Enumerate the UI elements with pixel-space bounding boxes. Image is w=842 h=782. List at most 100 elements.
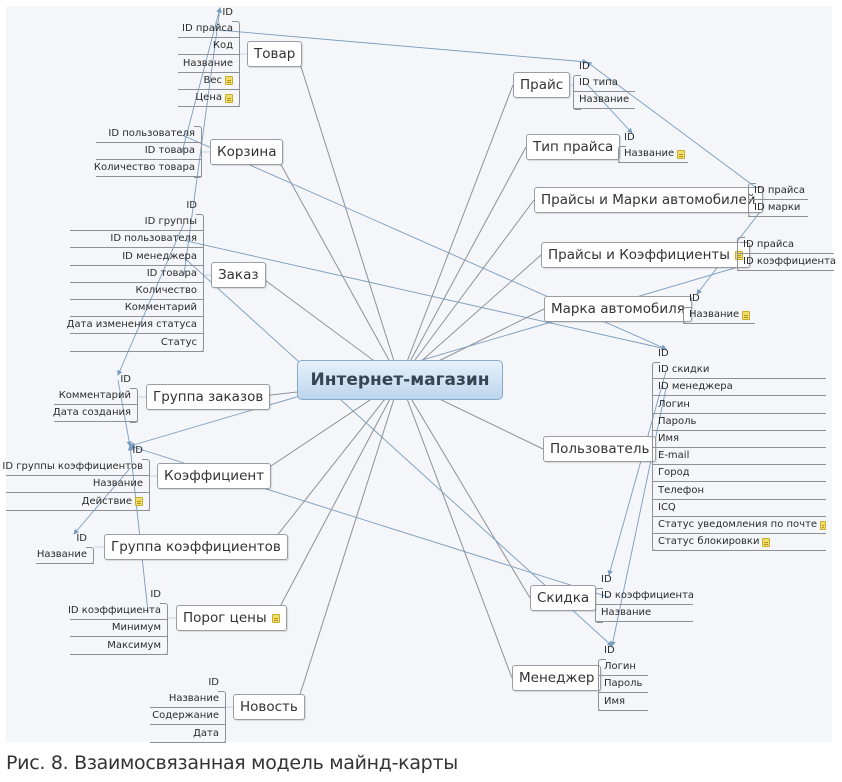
topic-koefficient[interactable]: Коэффициент bbox=[157, 463, 272, 489]
attribute-item[interactable]: ID bbox=[652, 345, 826, 362]
attribute-item[interactable]: ID коэффициента bbox=[737, 254, 836, 272]
note-icon[interactable] bbox=[742, 310, 751, 320]
attribute-item[interactable]: ID bbox=[36, 530, 94, 547]
topic-polzovatel[interactable]: Пользователь bbox=[543, 436, 657, 462]
attribute-item[interactable]: ID bbox=[54, 371, 138, 388]
attribute-item[interactable]: Город bbox=[652, 465, 826, 483]
attribute-label: Логин bbox=[604, 661, 636, 673]
attribute-item[interactable]: Цена bbox=[178, 90, 240, 107]
attribute-item[interactable]: Вес bbox=[178, 73, 240, 90]
attribute-item[interactable]: Комментарий bbox=[70, 300, 204, 318]
attribute-item[interactable]: ID товара bbox=[70, 266, 204, 283]
attribute-item[interactable]: ID менеджера bbox=[70, 249, 204, 266]
note-icon[interactable] bbox=[734, 250, 743, 260]
topic-prais[interactable]: Прайс bbox=[513, 72, 571, 98]
topic-gruppa-koef[interactable]: Группа коэффициентов bbox=[104, 534, 288, 560]
topic-tovar[interactable]: Товар bbox=[247, 41, 303, 67]
note-icon[interactable] bbox=[271, 613, 280, 623]
attribute-item[interactable]: ID группы коэффициентов bbox=[2, 459, 150, 477]
topic-gruppa-zakazov[interactable]: Группа заказов bbox=[146, 384, 271, 410]
attribute-item[interactable]: Количество товара bbox=[94, 160, 202, 178]
attribute-item[interactable]: ID менеджера bbox=[652, 379, 826, 397]
topic-menedzher[interactable]: Менеджер bbox=[512, 665, 602, 691]
attribute-item[interactable]: Телефон bbox=[652, 483, 826, 500]
attribute-item[interactable]: ID bbox=[618, 129, 688, 146]
attribute-item[interactable]: Пароль bbox=[598, 676, 648, 694]
attribute-item[interactable]: ID типа bbox=[573, 75, 635, 93]
attribute-item[interactable]: ID bbox=[178, 4, 240, 21]
attribute-item[interactable]: ID bbox=[70, 197, 204, 214]
topic-praisy-koef[interactable]: Прайсы и Коэффициенты bbox=[541, 242, 750, 268]
attribute-item[interactable]: Содержание bbox=[150, 708, 226, 726]
attribute-label: Имя bbox=[604, 695, 626, 707]
attribute-label: Название bbox=[689, 309, 740, 321]
attribute-item[interactable]: Дата bbox=[150, 726, 226, 743]
attribute-item[interactable]: Действие bbox=[6, 494, 150, 511]
topic-porog[interactable]: Порог цены bbox=[176, 605, 287, 631]
attribute-item[interactable]: ID bbox=[595, 571, 693, 588]
attribute-label: ID bbox=[601, 573, 612, 585]
topic-label: Заказ bbox=[218, 267, 259, 283]
attribute-item[interactable]: Статус уведомления по почте bbox=[652, 517, 826, 534]
attribute-item[interactable]: ID пользователя bbox=[96, 126, 202, 143]
attribute-item[interactable]: Название bbox=[6, 476, 150, 494]
topic-korzina[interactable]: Корзина bbox=[210, 139, 284, 165]
attribute-item[interactable]: Комментарий bbox=[54, 388, 138, 406]
attribute-item[interactable]: Код bbox=[178, 38, 240, 56]
attribute-item[interactable]: Название bbox=[618, 146, 688, 164]
attribute-item[interactable]: Имя bbox=[598, 694, 648, 711]
attribute-item[interactable]: ID bbox=[6, 442, 150, 459]
central-topic[interactable]: Интернет-магазин bbox=[297, 360, 503, 400]
attribute-item[interactable]: ID bbox=[70, 586, 168, 603]
attribute-label: Дата изменения статуса bbox=[66, 319, 197, 331]
topic-label: Тип прайса bbox=[533, 139, 614, 155]
topic-skidka[interactable]: Скидка bbox=[530, 585, 597, 611]
attribute-item[interactable]: Логин bbox=[598, 659, 648, 677]
attribute-item[interactable]: ID коэффициента bbox=[595, 588, 694, 606]
attribute-item[interactable]: ID bbox=[598, 642, 648, 659]
attribute-label: Название bbox=[601, 607, 652, 619]
attribute-item[interactable]: ID bbox=[683, 290, 755, 307]
attribute-item[interactable]: ID прайса bbox=[748, 183, 808, 200]
attribute-item[interactable]: ID пользователя bbox=[70, 231, 204, 249]
attribute-item[interactable]: ID коэффициента bbox=[68, 603, 168, 621]
topic-marka[interactable]: Марка автомобиля bbox=[544, 296, 692, 322]
attribute-item[interactable]: ID скидки bbox=[652, 362, 826, 380]
topic-praisy-marki[interactable]: Прайсы и Марки автомобилей bbox=[534, 187, 763, 213]
attribute-item[interactable]: ID прайса bbox=[178, 21, 240, 39]
attribute-item[interactable]: Логин bbox=[652, 397, 826, 414]
attribute-item[interactable]: Название bbox=[683, 307, 755, 325]
attribute-item[interactable]: Дата изменения статуса bbox=[66, 317, 204, 335]
attribute-item[interactable]: ICQ bbox=[652, 500, 826, 517]
attribute-item[interactable]: Пароль bbox=[652, 414, 826, 431]
attribute-item[interactable]: E-mail bbox=[652, 448, 826, 466]
note-icon[interactable] bbox=[677, 149, 686, 159]
note-icon[interactable] bbox=[225, 76, 233, 86]
attribute-item[interactable]: ID группы bbox=[70, 214, 204, 232]
note-icon[interactable] bbox=[225, 93, 233, 103]
attribute-item[interactable]: ID bbox=[573, 58, 635, 75]
topic-novost[interactable]: Новость bbox=[233, 694, 305, 720]
attribute-item[interactable]: Количество bbox=[70, 283, 204, 300]
attribute-item[interactable]: Статус bbox=[70, 335, 204, 352]
attribute-item[interactable]: Дата создания bbox=[53, 405, 138, 423]
attribute-item[interactable]: ID товара bbox=[96, 143, 202, 161]
attribute-item[interactable]: Название bbox=[595, 605, 693, 623]
attribute-item[interactable]: Максимум bbox=[70, 638, 168, 655]
attribute-item[interactable]: Статус блокировки bbox=[652, 534, 826, 552]
attribute-item[interactable]: Название bbox=[573, 92, 635, 110]
note-icon[interactable] bbox=[820, 520, 826, 530]
topic-label: Прайсы и Коэффициенты bbox=[548, 247, 730, 263]
attribute-item[interactable]: Название bbox=[36, 547, 94, 565]
attribute-item[interactable]: ID марки bbox=[748, 200, 808, 218]
attribute-item[interactable]: Название bbox=[150, 691, 226, 709]
topic-tip-praisa[interactable]: Тип прайса bbox=[526, 134, 621, 160]
attribute-item[interactable]: Имя bbox=[652, 431, 826, 448]
attribute-item[interactable]: ID прайса bbox=[737, 237, 834, 254]
attribute-item[interactable]: Название bbox=[178, 56, 240, 73]
attribute-item[interactable]: ID bbox=[150, 674, 226, 691]
note-icon[interactable] bbox=[135, 497, 143, 507]
topic-zakaz[interactable]: Заказ bbox=[211, 262, 266, 288]
attribute-item[interactable]: Минимум bbox=[70, 620, 168, 638]
note-icon[interactable] bbox=[762, 537, 771, 547]
